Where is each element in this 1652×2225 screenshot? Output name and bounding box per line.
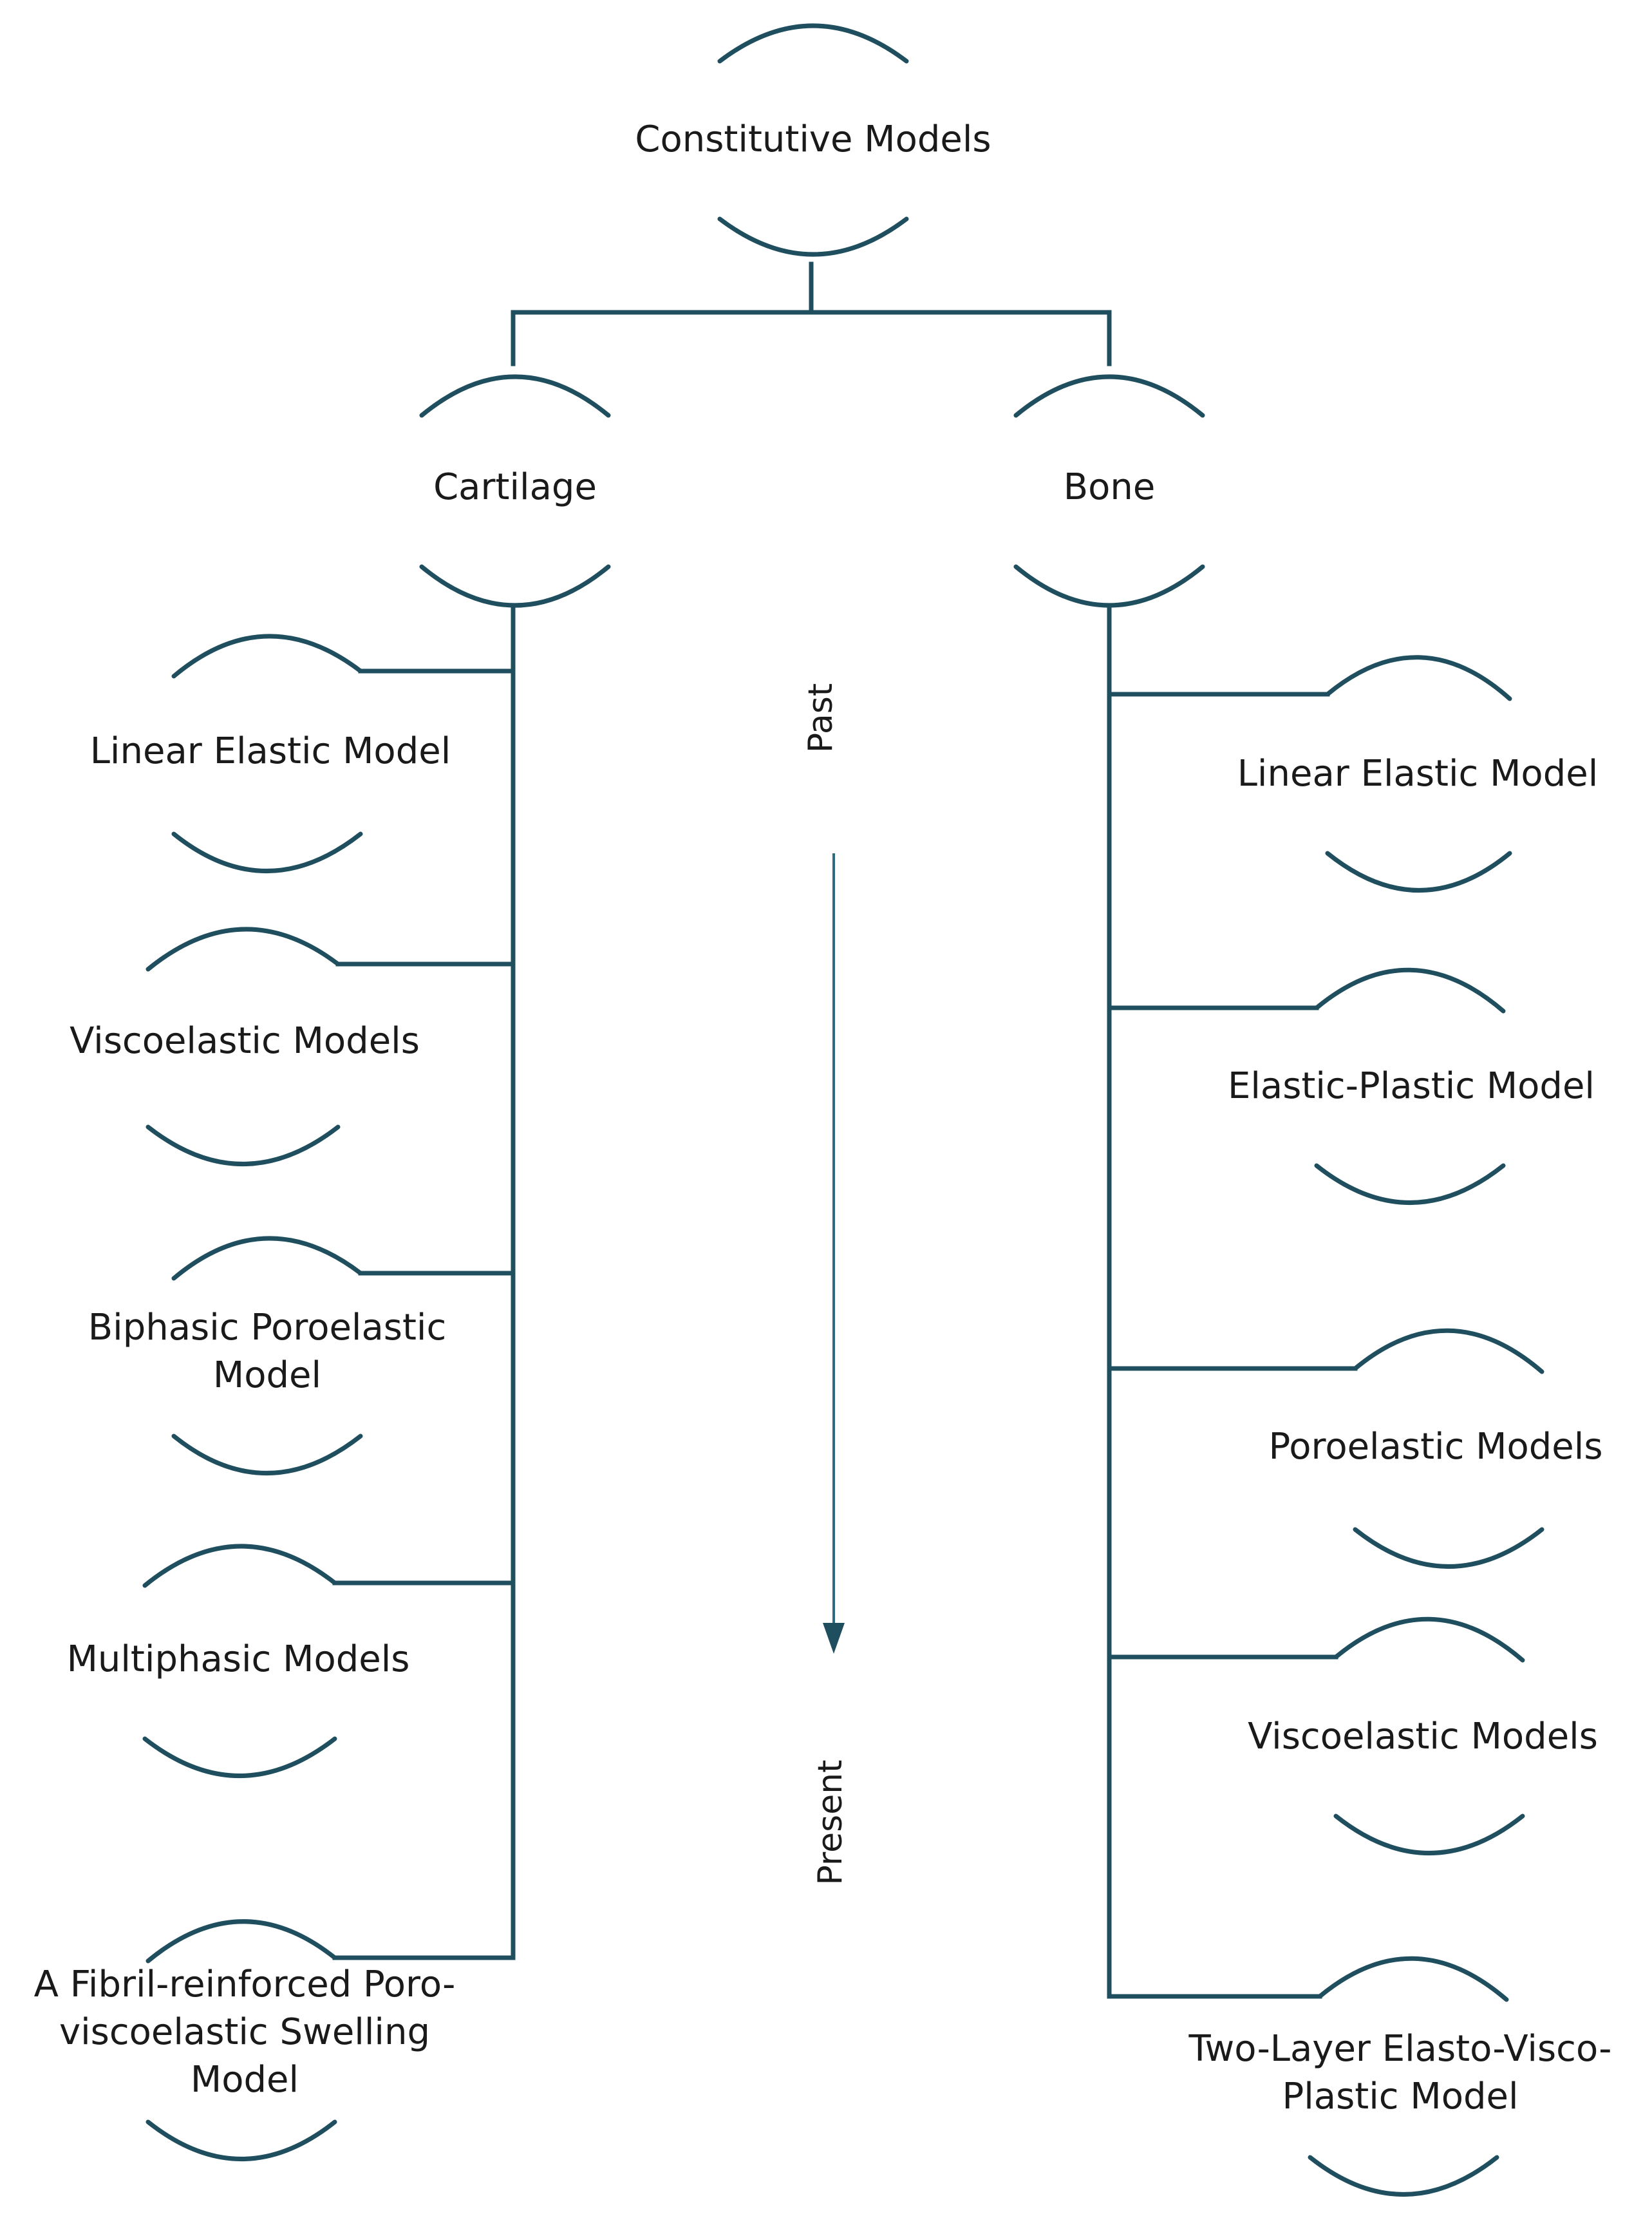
cartilage-model-linear-elastic: Linear Elastic Model [89, 730, 451, 772]
cartilage-model-viscoelastic: Viscoelastic Models [70, 1020, 420, 1062]
bone-node-label: Bone [1063, 466, 1156, 508]
timeline-present-label: Present [811, 1759, 850, 1886]
node-brackets [142, 23, 1544, 2197]
timeline-arrow [823, 853, 845, 1654]
bone-model-poroelastic: Poroelastic Models [1268, 1426, 1603, 1468]
bone-model-linear-elastic: Linear Elastic Model [1237, 753, 1599, 795]
connector-lines [332, 261, 1358, 1999]
root-node-label: Constitutive Models [635, 118, 991, 160]
cartilage-model-multiphasic: Multiphasic Models [66, 1638, 410, 1680]
bone-model-elastic-plastic: Elastic-Plastic Model [1227, 1065, 1595, 1107]
bone-model-two-layer-evp: Two-Layer Elasto-Visco-Plastic Model [1188, 2028, 1612, 2117]
bone-model-viscoelastic: Viscoelastic Models [1248, 1716, 1598, 1757]
timeline-past-label: Past [802, 683, 840, 753]
cartilage-node-label: Cartilage [433, 466, 597, 508]
cartilage-model-biphasic-poroelastic: Biphasic Poroelastic Model [88, 1307, 447, 1396]
cartilage-model-fibril-reinforced: A Fibril-reinforced Poro-viscoelastic Sw… [33, 1964, 456, 2101]
